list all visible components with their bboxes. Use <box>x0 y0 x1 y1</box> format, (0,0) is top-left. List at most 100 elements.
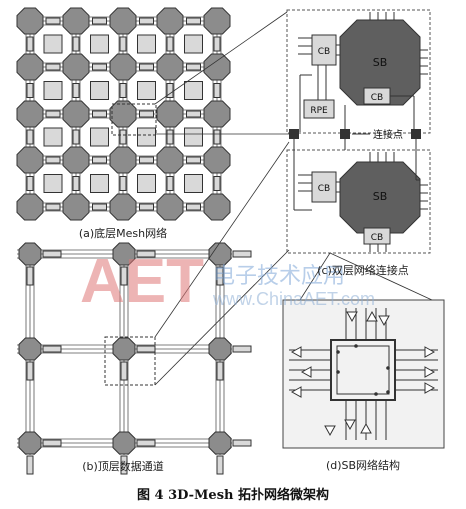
switch-box-octagon <box>62 7 90 35</box>
watermark-logo: AET <box>80 247 204 316</box>
wire-group <box>298 12 428 132</box>
figure-title: 图 4 3D-Mesh 拓扑网络微架构 <box>137 487 329 503</box>
switch-box-octagon <box>208 337 232 361</box>
switch-box-octagon <box>203 193 231 221</box>
cb-horizontal <box>186 203 201 211</box>
cb-label: CB <box>318 184 330 194</box>
switch-box-octagon <box>16 7 44 35</box>
buffer-driver <box>300 366 312 378</box>
cb-vertical <box>26 129 34 145</box>
cb-horizontal <box>139 17 154 25</box>
switch-box-octagon <box>16 100 44 128</box>
cb-horizontal <box>92 156 107 164</box>
wire-junction <box>386 366 390 370</box>
rpe-cell <box>137 127 156 147</box>
switch-box-octagon <box>62 53 90 81</box>
cb-label: CB <box>371 93 383 103</box>
wire-junction <box>374 392 378 396</box>
watermark: AET 电子技术应用 www.ChinaAET.com <box>80 247 375 316</box>
cb-vertical <box>72 176 80 191</box>
callout-lines <box>154 11 433 386</box>
cb-horizontal <box>139 63 154 71</box>
cb-vertical <box>72 83 80 98</box>
cb-horizontal <box>92 17 107 25</box>
cb-horizontal <box>186 110 201 118</box>
cb-vertical <box>120 455 128 475</box>
cb-vertical <box>26 176 34 191</box>
sb-label: SB <box>373 56 388 69</box>
cb-vertical <box>119 83 127 98</box>
cb-horizontal <box>136 439 156 447</box>
watermark-cn: 电子技术应用 <box>213 264 345 289</box>
switch-box-octagon <box>16 53 44 81</box>
wire-group <box>293 139 428 252</box>
switch-box-octagon <box>62 146 90 174</box>
rpe-cell <box>90 174 109 193</box>
cb-horizontal <box>45 63 61 71</box>
switch-box-octagon <box>203 53 231 81</box>
buffer-driver <box>346 311 358 323</box>
connection-point <box>411 129 421 139</box>
cb-vertical <box>72 129 80 145</box>
connection-point <box>340 129 350 139</box>
buffer-driver <box>344 419 356 431</box>
buffer-driver <box>360 422 372 434</box>
cb-vertical <box>120 361 128 381</box>
switch-box-octagon <box>156 7 184 35</box>
cb-horizontal <box>139 110 154 118</box>
callout-box-a <box>111 103 157 136</box>
connect-point-label: 连接点 <box>373 128 403 141</box>
rpe-cell <box>43 34 63 54</box>
cb-horizontal <box>92 63 107 71</box>
switch-box-octagon <box>109 53 137 81</box>
rpe-cell <box>184 81 203 100</box>
cb-vertical <box>26 266 34 286</box>
cb-horizontal <box>45 17 61 25</box>
upper-layer-frame <box>286 9 431 134</box>
sb-structure-panel <box>282 299 445 449</box>
buffer-driver <box>366 310 378 322</box>
cb-vertical <box>213 129 221 145</box>
switch-box-octagon <box>208 242 232 266</box>
switch-box-octagon <box>339 161 421 234</box>
switch-box-octagon <box>109 146 137 174</box>
buffer-driver <box>324 425 336 437</box>
wire-junction <box>354 344 358 348</box>
sb-inner-square <box>336 345 390 395</box>
rpe-cell <box>137 174 156 193</box>
switch-box-octagon <box>203 146 231 174</box>
cb-horizontal <box>45 110 61 118</box>
switch-box-octagon <box>208 431 232 455</box>
cb-vertical <box>166 83 174 98</box>
switch-box-octagon <box>203 7 231 35</box>
cb-vertical <box>119 176 127 191</box>
wire-junction <box>336 370 340 374</box>
cb-horizontal <box>42 250 62 258</box>
connection-box <box>311 171 337 203</box>
switch-box-octagon <box>16 146 44 174</box>
switch-box-octagon <box>62 193 90 221</box>
rpe-cell <box>43 127 63 147</box>
switch-box-octagon <box>16 193 44 221</box>
switch-box-octagon <box>18 337 42 361</box>
cb-vertical <box>119 36 127 52</box>
switch-box-octagon <box>156 193 184 221</box>
cb-label: CB <box>318 47 330 57</box>
switch-box-octagon <box>18 242 42 266</box>
sb-label: SB <box>373 190 388 203</box>
caption-b: (b)顶层数据通道 <box>82 459 164 473</box>
switch-box-octagon <box>112 337 136 361</box>
switch-box-octagon <box>62 100 90 128</box>
cb-vertical <box>216 455 224 475</box>
rpe-cell <box>184 34 203 54</box>
rpe-cell <box>137 81 156 100</box>
buffer-driver <box>378 315 390 327</box>
cb-horizontal <box>45 156 61 164</box>
watermark-url: www.ChinaAET.com <box>212 289 375 309</box>
cb-vertical <box>213 176 221 191</box>
cb-horizontal <box>139 203 154 211</box>
dual-layer-connection-panel: SB CB CB RPE <box>286 9 431 254</box>
switch-box-octagon <box>109 193 137 221</box>
switch-box-octagon <box>156 146 184 174</box>
cb-vertical <box>213 83 221 98</box>
